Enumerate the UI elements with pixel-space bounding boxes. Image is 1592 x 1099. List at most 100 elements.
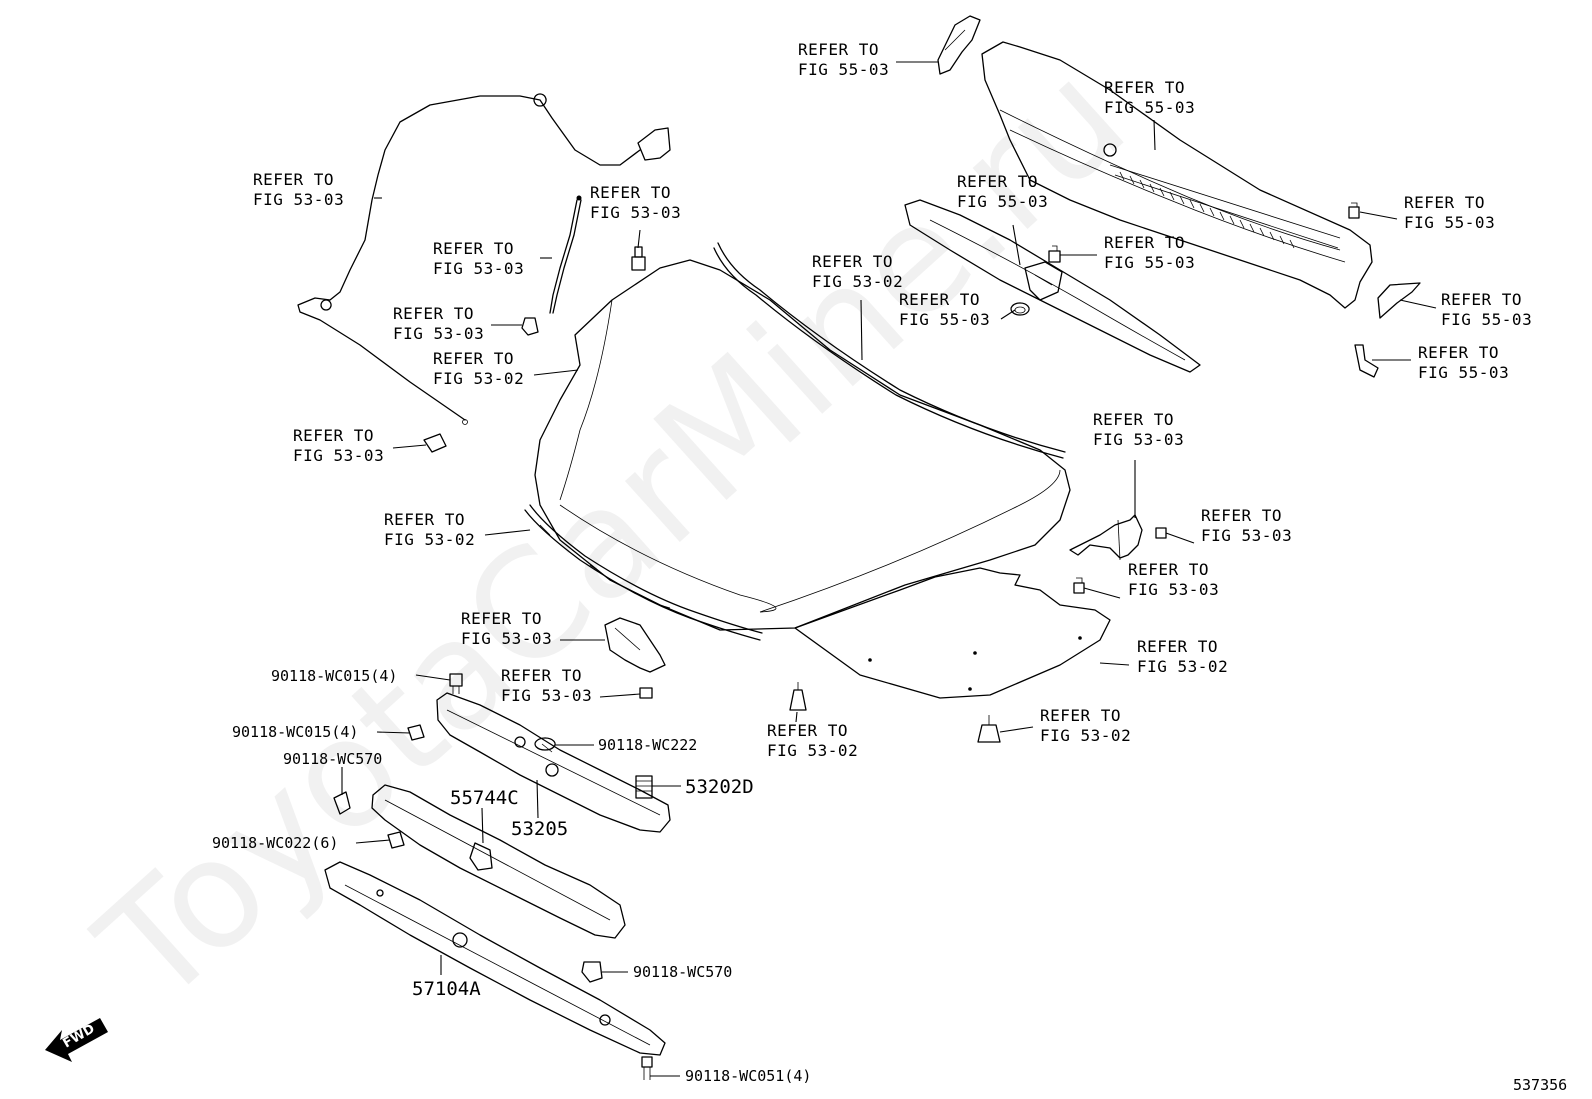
- fastener-wc222: [534, 737, 556, 753]
- hood-hinge: [1069, 514, 1143, 561]
- cowl-side-seal: [1377, 282, 1421, 319]
- cable-clamp: [423, 433, 447, 453]
- part-number-label: 53205: [511, 818, 568, 840]
- refer-label-line2: FIG 55-03: [1418, 363, 1509, 382]
- refer-label-line1: REFER TO: [501, 666, 582, 685]
- forward-direction-marker: FWD: [45, 1018, 108, 1062]
- refer-label-line2: FIG 53-03: [393, 324, 484, 343]
- refer-label-line2: FIG 55-03: [1404, 213, 1495, 232]
- part-number-label: 53202D: [685, 776, 754, 798]
- refer-label-line1: REFER TO: [384, 510, 465, 529]
- part-number-label: 90118-WC015(4): [271, 667, 397, 685]
- leader-lines: [341, 61, 1437, 1077]
- refer-label-line1: REFER TO: [798, 40, 879, 59]
- refer-label-line1: REFER TO: [1128, 560, 1209, 579]
- refer-label-line1: REFER TO: [1104, 78, 1185, 97]
- hinge-bolt: [1155, 527, 1167, 539]
- refer-label-line2: FIG 55-03: [1104, 98, 1195, 117]
- hood-rear-seal: [713, 242, 1066, 459]
- refer-label-line1: REFER TO: [812, 252, 893, 271]
- refer-label-line2: FIG 53-03: [590, 203, 681, 222]
- refer-label-line2: FIG 53-02: [1137, 657, 1228, 676]
- refer-label-line1: REFER TO: [393, 304, 474, 323]
- lower-bolt-wc051: [641, 1056, 653, 1080]
- hood-cushion-left: [789, 682, 807, 711]
- refer-label-line1: REFER TO: [253, 170, 334, 189]
- refer-label-line1: REFER TO: [1418, 343, 1499, 362]
- refer-label-line2: FIG 53-03: [433, 259, 524, 278]
- part-number-label: 90118-WC022(6): [212, 834, 338, 852]
- refer-labels: REFER TO FIG 55-03 REFER TO FIG 55-03 RE…: [253, 40, 1532, 760]
- part-number-label: 90118-WC570: [283, 750, 382, 768]
- cowl-bolt: [1048, 245, 1061, 263]
- refer-label-line2: FIG 53-03: [1201, 526, 1292, 545]
- refer-label-line2: FIG 53-03: [461, 629, 552, 648]
- refer-label-line1: REFER TO: [1104, 233, 1185, 252]
- hood-release-cable: [297, 93, 671, 425]
- part-number-label: 90118-WC051(4): [685, 1067, 811, 1085]
- part-number-label: 90118-WC570: [633, 963, 732, 981]
- refer-label-line2: FIG 53-03: [253, 190, 344, 209]
- refer-label-line2: FIG 55-03: [1104, 253, 1195, 272]
- hood-support-rod: [549, 195, 582, 314]
- hood-cushion-right: [977, 715, 1001, 743]
- refer-label-line2: FIG 53-02: [767, 741, 858, 760]
- refer-label-line2: FIG 55-03: [798, 60, 889, 79]
- clip-wc570-lower: [581, 961, 603, 983]
- refer-label-line2: FIG 53-03: [501, 686, 592, 705]
- radiator-upper-support: [371, 784, 626, 939]
- cowl-top-side-piece-upper: [937, 15, 981, 75]
- refer-label-line2: FIG 53-02: [812, 272, 903, 291]
- part-number-label: 90118-WC222: [598, 736, 697, 754]
- cowl-panel-inner: [904, 199, 1201, 373]
- refer-label-line1: REFER TO: [767, 721, 848, 740]
- refer-label-line1: REFER TO: [461, 609, 542, 628]
- refer-label-line1: REFER TO: [1093, 410, 1174, 429]
- refer-label-line1: REFER TO: [957, 172, 1038, 191]
- refer-label-line1: REFER TO: [1201, 506, 1282, 525]
- refer-label-line2: FIG 55-03: [957, 192, 1048, 211]
- part-number-label: 55744C: [450, 787, 519, 809]
- refer-label-line2: FIG 53-03: [293, 446, 384, 465]
- refer-label-line2: FIG 53-03: [1128, 580, 1219, 599]
- illustration-number: 537356: [1513, 1076, 1567, 1094]
- refer-label-line2: FIG 55-03: [899, 310, 990, 329]
- lock-bolt: [639, 687, 653, 699]
- cowl-nut: [1010, 302, 1030, 316]
- refer-label-line2: FIG 53-03: [1093, 430, 1184, 449]
- refer-label-line1: REFER TO: [433, 349, 514, 368]
- refer-label-line2: FIG 53-02: [384, 530, 475, 549]
- spring-53202d: [635, 775, 653, 799]
- refer-label-line1: REFER TO: [1441, 290, 1522, 309]
- hood-front-seal: [524, 504, 763, 641]
- cowl-bracket: [1024, 261, 1063, 301]
- rod-grommet: [631, 246, 646, 271]
- refer-label-line1: REFER TO: [433, 239, 514, 258]
- upper-bolt-2: [407, 724, 425, 741]
- support-bolt-wc022: [387, 831, 405, 849]
- rod-holder-clip: [521, 317, 539, 336]
- cowl-side-bracket: [1354, 344, 1379, 378]
- hood-lock: [604, 617, 666, 673]
- refer-label-line1: REFER TO: [1040, 706, 1121, 725]
- hood-insulator: [794, 567, 1111, 699]
- part-number-labels: 90118-WC015(4) 90118-WC015(4) 90118-WC57…: [212, 667, 811, 1085]
- refer-label-line2: FIG 53-02: [433, 369, 524, 388]
- refer-label-line1: REFER TO: [899, 290, 980, 309]
- upper-bolt-1: [449, 673, 463, 694]
- refer-label-line1: REFER TO: [590, 183, 671, 202]
- radiator-lower-support: [324, 861, 666, 1056]
- hinge-bolt-lower: [1073, 577, 1085, 594]
- cowl-clip-right: [1348, 202, 1360, 219]
- refer-label-line1: REFER TO: [293, 426, 374, 445]
- refer-label-line1: REFER TO: [1404, 193, 1485, 212]
- hood-lock-support-brace: [436, 692, 671, 833]
- refer-label-line2: FIG 55-03: [1441, 310, 1532, 329]
- part-number-label: 90118-WC015(4): [232, 723, 358, 741]
- refer-label-line1: REFER TO: [1137, 637, 1218, 656]
- cowl-top-ventilator-louver: [981, 41, 1373, 309]
- refer-label-line2: FIG 53-02: [1040, 726, 1131, 745]
- part-number-label: 57104A: [412, 978, 481, 1000]
